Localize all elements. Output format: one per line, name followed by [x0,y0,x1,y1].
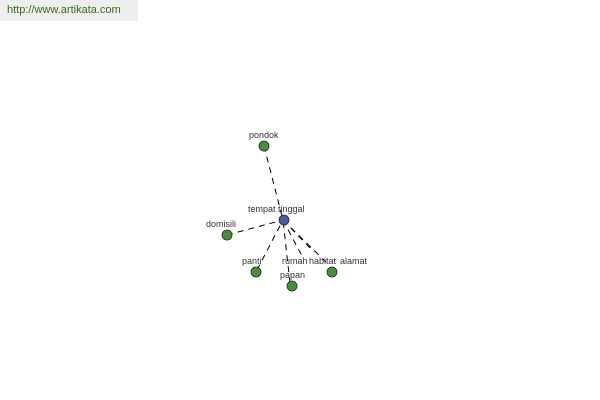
edge-habitat [282,219,315,253]
edge-domisili [226,219,284,236]
node-papan[interactable] [286,280,298,292]
diagram-labels: pondok domisili panti rumah habitat alam… [206,130,368,280]
node-alamat[interactable] [326,266,338,278]
edge-pondok [263,145,284,221]
edge-panti [256,219,284,271]
label-pondok: pondok [249,130,279,140]
label-rumah: rumah [282,256,308,266]
label-domisili: domisili [206,219,236,229]
node-pondok[interactable] [258,140,270,152]
node-tempat-tinggal[interactable] [278,214,290,226]
label-tempat-tinggal: tempat tinggal [248,204,305,214]
label-habitat: habitat [309,256,337,266]
diagram-edges [226,145,327,284]
edge-rumah [282,219,303,257]
label-papan: papan [280,270,305,280]
node-domisili[interactable] [221,229,233,241]
label-panti: panti [242,256,262,266]
diagram-nodes [221,140,338,292]
label-alamat: alamat [340,256,368,266]
node-panti[interactable] [250,266,262,278]
url-header-bar: http://www.artikata.com [0,0,138,21]
url-link[interactable]: http://www.artikata.com [7,4,121,16]
